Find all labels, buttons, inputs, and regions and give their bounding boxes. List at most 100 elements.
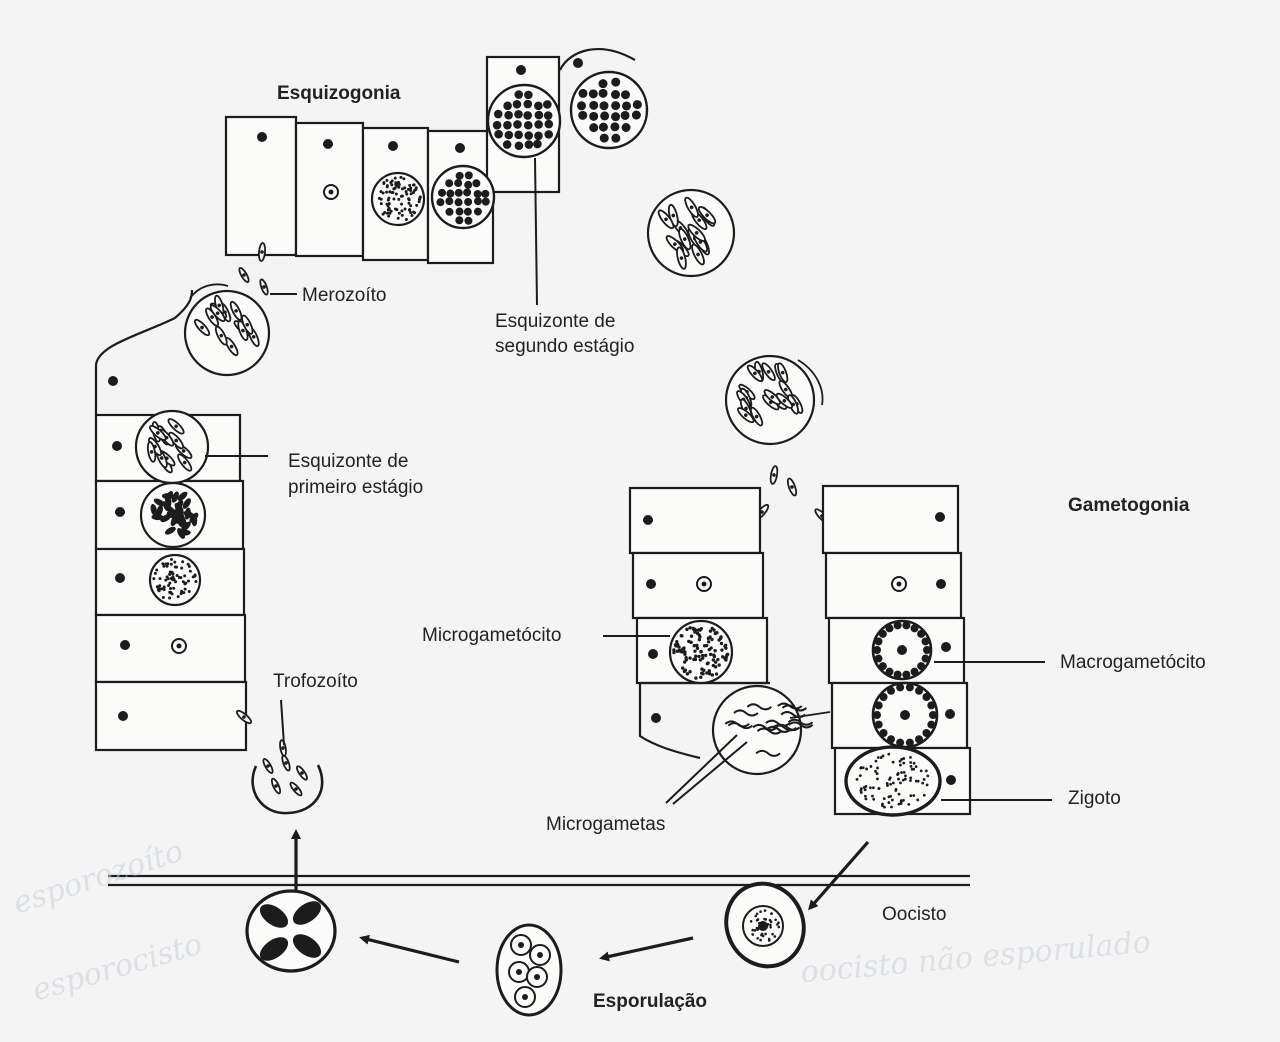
granule bbox=[183, 582, 187, 586]
merozoite-nucleus bbox=[210, 315, 214, 319]
granule bbox=[876, 766, 879, 770]
granule bbox=[418, 195, 422, 199]
merozoite bbox=[296, 765, 308, 781]
granule bbox=[706, 640, 711, 644]
nucleus-dot bbox=[481, 197, 490, 206]
merozoite-nucleus bbox=[772, 473, 776, 477]
nucleus-dot bbox=[503, 101, 512, 111]
granule bbox=[175, 574, 179, 578]
wall-forming-body bbox=[879, 728, 888, 737]
granule bbox=[926, 774, 930, 778]
granule bbox=[381, 191, 385, 195]
nucleus-dot bbox=[446, 189, 455, 198]
nucleus-dot bbox=[463, 188, 472, 197]
granule bbox=[751, 933, 755, 936]
nucleus bbox=[257, 132, 267, 142]
arrow-oocyst-to-sporulating bbox=[599, 936, 694, 962]
granule bbox=[393, 176, 397, 180]
wall-forming-body bbox=[927, 701, 936, 710]
granule bbox=[408, 183, 412, 187]
nucleus-dot bbox=[464, 216, 473, 225]
merozoite-nucleus bbox=[159, 456, 164, 460]
granule bbox=[710, 637, 714, 642]
label-first-stage-schizont-line2: primeiro estágio bbox=[288, 477, 424, 498]
nucleus-dot bbox=[578, 110, 588, 120]
nucleus-dot bbox=[464, 180, 473, 189]
granule bbox=[912, 794, 916, 797]
nucleus-dot bbox=[589, 100, 599, 110]
granule bbox=[900, 771, 903, 774]
stage-title-sporulation: Esporulação bbox=[593, 991, 708, 1012]
granule bbox=[705, 671, 709, 675]
nucleus-dot bbox=[631, 110, 641, 120]
merozoite bbox=[270, 777, 282, 795]
leader-microgametes-1 bbox=[665, 734, 738, 804]
granule bbox=[695, 646, 700, 650]
granule bbox=[392, 197, 396, 201]
nucleus bbox=[643, 515, 653, 525]
granule bbox=[160, 587, 164, 591]
granule bbox=[173, 560, 177, 564]
merozoite-nucleus bbox=[274, 784, 278, 788]
wall-forming-body bbox=[887, 735, 895, 744]
granule bbox=[701, 672, 705, 676]
nucleus-dot bbox=[473, 189, 482, 198]
merozoite-nucleus bbox=[682, 237, 687, 241]
merozoite bbox=[238, 267, 250, 283]
granule bbox=[167, 584, 171, 588]
merozoite bbox=[289, 781, 303, 797]
sporoblast-nucleus bbox=[537, 952, 543, 958]
granule bbox=[773, 935, 777, 938]
granule bbox=[703, 653, 708, 658]
merozoite-nucleus bbox=[251, 335, 256, 339]
granule bbox=[410, 213, 414, 217]
microgamete-burst bbox=[711, 684, 831, 776]
granule bbox=[672, 650, 676, 655]
sporocyst bbox=[292, 901, 322, 925]
gametogony-epithelium bbox=[603, 354, 1052, 817]
granule bbox=[708, 652, 713, 657]
label-second-stage-schizont-line2: segundo estágio bbox=[495, 336, 635, 357]
merozoite-nucleus bbox=[780, 370, 785, 375]
nucleus-dot bbox=[493, 109, 503, 119]
merozoite-nucleus bbox=[242, 273, 246, 277]
merozoite-nucleus bbox=[174, 438, 178, 443]
granule bbox=[707, 669, 712, 673]
merozoite bbox=[746, 364, 763, 382]
merozoite-nucleus bbox=[284, 761, 288, 765]
wall-forming-body bbox=[896, 683, 905, 692]
second-stage-schizont bbox=[486, 83, 562, 159]
nuclear-mass bbox=[174, 502, 184, 513]
granule bbox=[165, 564, 169, 568]
wall-forming-body bbox=[917, 629, 926, 638]
nucleus bbox=[516, 65, 526, 75]
granule bbox=[409, 192, 413, 196]
granule bbox=[700, 653, 705, 658]
wall-forming-body bbox=[929, 711, 937, 719]
merozoite-release bbox=[183, 242, 297, 377]
granule bbox=[754, 914, 758, 918]
merozoite-nucleus bbox=[783, 387, 788, 392]
nucleus-dot bbox=[534, 120, 543, 129]
nucleus-dot bbox=[523, 111, 532, 120]
sporoblast-nucleus bbox=[534, 974, 540, 980]
granule bbox=[701, 656, 705, 660]
granule bbox=[379, 190, 383, 194]
granule bbox=[695, 631, 700, 635]
granule bbox=[924, 769, 928, 773]
granule bbox=[158, 577, 162, 581]
granule bbox=[168, 596, 172, 600]
nuclear-mass bbox=[182, 498, 191, 509]
macro-cell-1 bbox=[821, 484, 960, 555]
nucleus-dot bbox=[514, 141, 524, 151]
granule bbox=[169, 562, 173, 566]
nucleus-dot bbox=[513, 120, 522, 129]
granule bbox=[916, 798, 920, 802]
microgamete bbox=[781, 704, 808, 712]
granule bbox=[897, 777, 900, 781]
wall-forming-body bbox=[915, 735, 923, 744]
microgamete bbox=[788, 721, 814, 729]
granule bbox=[386, 198, 390, 202]
nucleus bbox=[648, 649, 658, 659]
granule bbox=[863, 794, 867, 798]
